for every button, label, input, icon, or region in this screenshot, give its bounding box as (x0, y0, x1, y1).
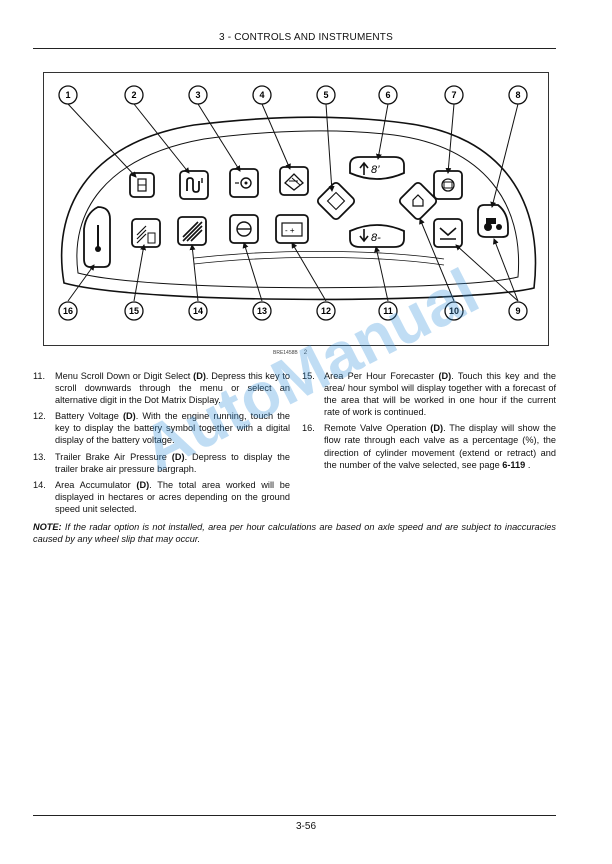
svg-text:5: 5 (323, 90, 328, 100)
note-paragraph: NOTE: If the radar option is not install… (33, 521, 556, 545)
note-text: If the radar option is not installed, ar… (33, 522, 556, 544)
svg-text:8-: 8- (371, 232, 381, 244)
key-menu-scroll-up (129, 172, 155, 198)
callout-15: 15 (124, 301, 144, 321)
svg-text:14: 14 (193, 306, 203, 316)
keypad-diagram: 8’ 8- (58, 85, 537, 321)
page-reference[interactable]: 6-119 (502, 459, 526, 470)
figure-number: 2 (303, 350, 308, 356)
svg-text:8: 8 (515, 90, 520, 100)
key-remote-valve (179, 170, 209, 200)
list-item: 14. Area Accumulator (D). The total area… (33, 479, 290, 514)
list-item: 12. Battery Voltage (D). With the engine… (33, 411, 290, 446)
svg-text:12: 12 (321, 306, 331, 316)
console-outline (60, 116, 537, 301)
svg-text:2: 2 (131, 90, 136, 100)
figure-caption: BRE1458B 2 (273, 350, 307, 356)
svg-text:6: 6 (385, 90, 390, 100)
svg-text:7: 7 (451, 90, 456, 100)
console-lower-arc (193, 250, 445, 260)
key-tractor (477, 204, 509, 238)
svg-text:13: 13 (257, 306, 267, 316)
callout-16: 16 (58, 301, 78, 321)
key-home (398, 181, 438, 221)
list-item: 15. Area Per Hour Forecaster (D). Touch … (302, 371, 556, 418)
callout-4: 4 (252, 85, 272, 105)
page-header: 3 - CONTROLS AND INSTRUMENTS (219, 32, 393, 43)
key-area-map (279, 166, 309, 196)
right-column: 15. Area Per Hour Forecaster (D). Touch … (302, 370, 556, 475)
list-item: 11. Menu Scroll Down or Digit Select (D)… (33, 371, 291, 406)
callout-3: 3 (188, 85, 208, 105)
key-diamond-left (316, 181, 356, 221)
key-lever (83, 206, 111, 268)
key-battery: - + (275, 214, 309, 244)
svg-text:16: 16 (63, 306, 73, 316)
header-rule (33, 48, 556, 49)
svg-text:8’: 8’ (371, 164, 380, 176)
page-number: 3-56 (295, 821, 316, 832)
callout-6: 6 (378, 85, 398, 105)
callout-11: 11 (378, 301, 398, 321)
callout-10: 10 (444, 301, 464, 321)
key-headland (433, 218, 463, 248)
callout-1: 1 (58, 85, 78, 105)
svg-text:9: 9 (515, 306, 520, 316)
callout-14: 14 (188, 301, 208, 321)
key-scroll-down: 8- (349, 224, 405, 248)
key-area-per-hour (131, 218, 161, 248)
console-inner-outline (76, 130, 520, 289)
callout-12: 12 (316, 301, 336, 321)
console-lower-arc-2 (193, 256, 445, 266)
list-item: 16. Remote Valve Operation (D). The disp… (302, 423, 556, 470)
callout-8: 8 (508, 85, 528, 105)
left-column: 11. Menu Scroll Down or Digit Select (D)… (33, 370, 290, 519)
svg-text:1: 1 (65, 90, 70, 100)
svg-text:- +: - + (285, 226, 295, 235)
svg-text:4: 4 (259, 90, 264, 100)
svg-text:3: 3 (195, 90, 200, 100)
key-scroll-up: 8’ (349, 156, 405, 180)
callout-9: 9 (508, 301, 528, 321)
figure-ref: BRE1458B (273, 350, 298, 356)
key-cruise (433, 170, 463, 200)
list-item: 13. Trailer Brake Air Pressure (D). Depr… (33, 451, 290, 474)
key-area-accumulator (177, 216, 207, 246)
svg-text:15: 15 (129, 306, 139, 316)
controls-figure: 8’ 8- (43, 72, 549, 346)
key-trailer-brake (229, 214, 259, 244)
callout-lines (67, 103, 519, 302)
footer-rule (33, 815, 556, 816)
callout-5: 5 (316, 85, 336, 105)
svg-text:10: 10 (449, 306, 459, 316)
callout-2: 2 (124, 85, 144, 105)
svg-text:11: 11 (383, 306, 393, 316)
note-label: NOTE: (33, 522, 62, 532)
callout-7: 7 (444, 85, 464, 105)
key-pto (229, 168, 259, 198)
callout-13: 13 (252, 301, 272, 321)
